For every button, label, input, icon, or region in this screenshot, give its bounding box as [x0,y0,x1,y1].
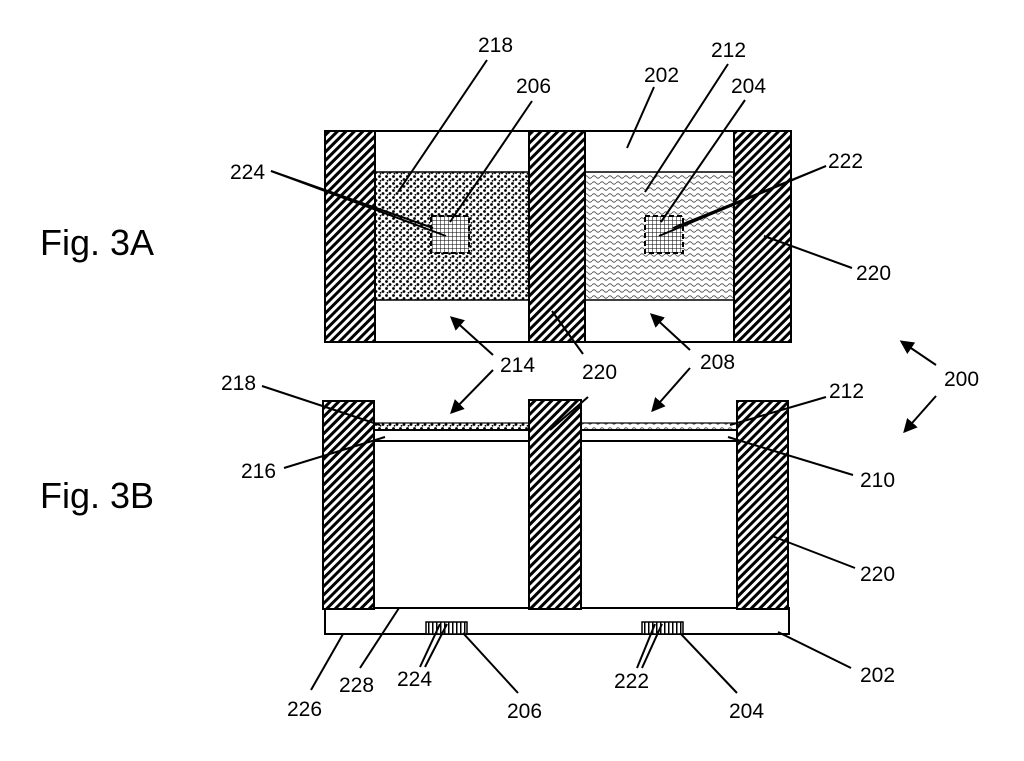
label-202-3a: 202 [644,64,679,87]
electrode-206-top-view [430,215,470,254]
leader-204-3b [679,632,738,694]
layer-216-3b [373,429,530,442]
wall-left-3b [322,400,375,610]
label-220-middle: 220 [582,361,617,384]
leader-228 [359,607,400,669]
label-224-3a: 224 [230,161,265,184]
label-218-3b: 218 [221,372,256,395]
leader-220-middle [551,310,584,355]
leader-220-right-3b [771,535,856,569]
label-220-right-3a: 220 [856,262,891,285]
leader-206-3a [449,100,533,223]
leader-222a-3b [636,623,656,669]
label-204-3b: 204 [729,700,764,723]
wall-right-3b [736,400,789,610]
label-222-3a: 222 [828,150,863,173]
leader-220-right-3a [763,235,853,269]
leader-218-3a [397,59,488,193]
wall-middle-3a [528,130,586,343]
leader-224b-3b [424,623,448,668]
leader-218-3b [261,385,381,426]
label-206-3b: 206 [507,700,542,723]
arrow-208-up [649,313,691,351]
leader-216-3b [283,436,386,469]
label-202-3b: 202 [860,664,895,687]
fig-3b: Fig. 3B 218 216 212 210 220 [40,372,895,723]
leader-226 [310,633,344,691]
leader-224a-3b [419,623,441,668]
label-206-3a: 206 [516,75,551,98]
fig-3b-label: Fig. 3B [40,475,154,516]
leader-224b-3a [270,170,447,237]
label-208: 208 [700,351,735,374]
leader-220-3b-middle [549,396,589,431]
label-214: 214 [500,354,535,377]
label-228: 228 [339,674,374,697]
wall-left-3a [324,130,376,343]
layer-210-3b [580,429,738,442]
arrow-200-up [899,340,937,366]
arrow-214-down [450,369,494,415]
layer-218-3b [373,422,530,431]
label-218-3a: 218 [478,34,513,57]
label-212-3b: 212 [829,380,864,403]
leader-206-3b [462,632,519,694]
label-222-3b: 222 [614,670,649,693]
label-224-3b: 224 [397,668,432,691]
label-226: 226 [287,698,322,721]
label-220-right-3b: 220 [860,563,895,586]
leader-222b-3a [658,165,827,237]
leader-202-3b [777,631,852,669]
arrow-208-down [651,367,691,413]
arrow-200-down [903,395,937,434]
leader-212-3a [644,63,729,193]
substrate-base-202 [324,607,790,635]
label-216-3b: 216 [241,460,276,483]
fig-3a: Fig. 3A 218 206 202 212 204 224 222 220 [40,34,891,355]
label-210-3b: 210 [860,469,895,492]
fig-3a-label: Fig. 3A [40,222,154,263]
electrode-204-top-view [644,215,684,254]
layer-212-3b [580,422,738,431]
label-212-3a: 212 [711,39,746,62]
wall-right-3a [733,130,792,343]
leader-202-3a [626,86,655,149]
leader-204-3a [660,99,746,223]
shared-annotations: 214 208 220 200 [449,313,979,434]
leader-222b-3b [641,623,663,669]
electrode-204-side-view [641,621,684,635]
arrow-214-up [449,316,494,356]
label-204-3a: 204 [731,75,766,98]
wall-middle-3b [528,399,582,610]
label-200: 200 [944,368,979,391]
leader-212-3b [729,396,827,426]
leader-210-3b [727,436,854,476]
